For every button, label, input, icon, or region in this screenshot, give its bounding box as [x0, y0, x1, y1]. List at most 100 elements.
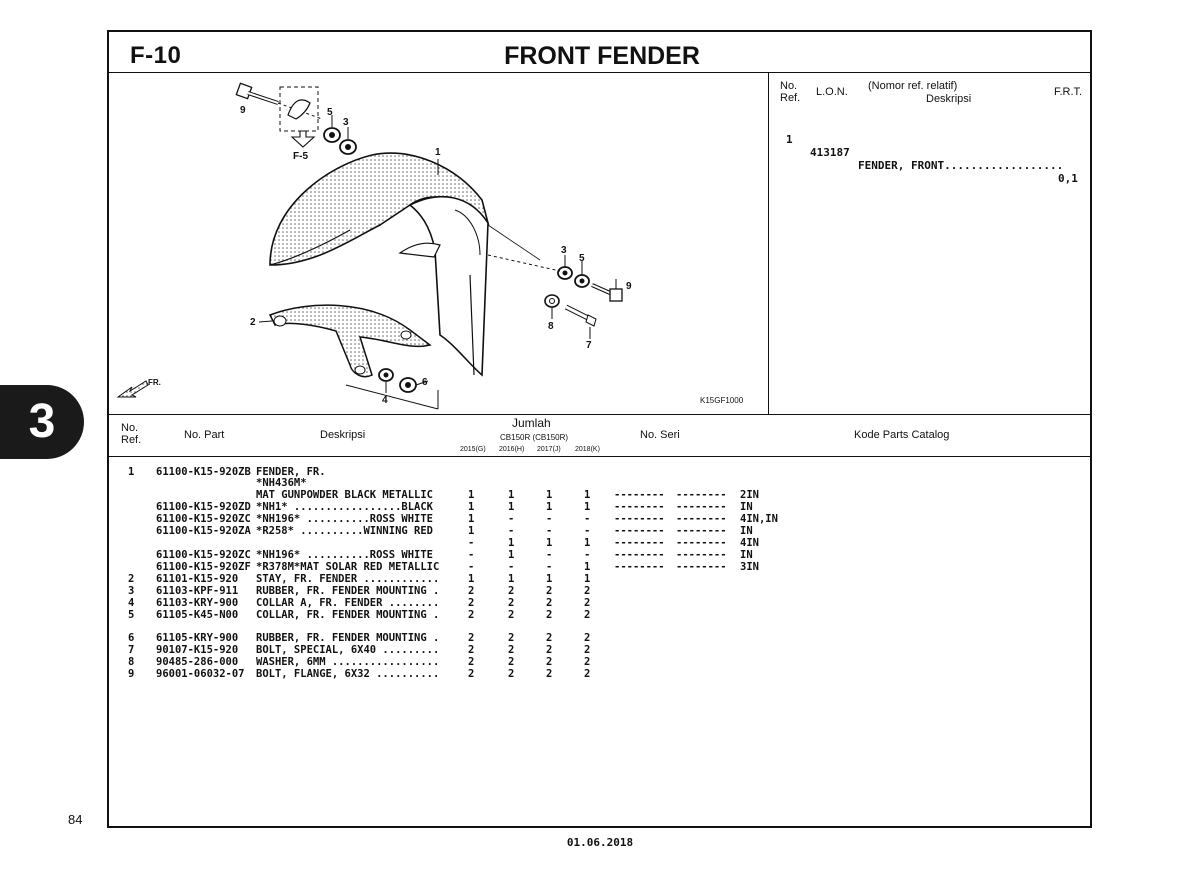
parts-cell-q-3: 2 — [584, 585, 591, 597]
parts-cell-ref: 4 — [128, 597, 135, 609]
parts-cell-q-0: 1 — [468, 513, 475, 525]
callout-5: 5 — [327, 107, 333, 118]
parts-cell-q-0: 2 — [468, 668, 475, 680]
page-frame — [107, 30, 1092, 828]
parts-cell-q-0: - — [468, 537, 475, 549]
parts-cell-code: IN — [740, 549, 753, 561]
callout-3: 3 — [343, 117, 349, 128]
divider — [107, 456, 1092, 457]
parts-cell-q-3: - — [584, 525, 591, 537]
parts-cell-ref: 7 — [128, 644, 135, 656]
parts-cell-q-2: 1 — [546, 537, 553, 549]
parts-cell-q-0: 2 — [468, 644, 475, 656]
parts-cell-q-0: - — [468, 549, 475, 561]
col-model: CB150R (CB150R) — [500, 433, 569, 442]
parts-cell-q-1: 2 — [508, 597, 515, 609]
parts-cell-part: 90107-K15-920 — [156, 644, 239, 656]
parts-cell-q-0: 2 — [468, 609, 475, 621]
parts-cell-q-1: 2 — [508, 668, 515, 680]
parts-cell-code: 4IN,IN — [740, 513, 778, 525]
parts-cell-q-1: - — [508, 525, 515, 537]
section-tab: 3 — [0, 385, 84, 459]
parts-cell-q-1: - — [508, 561, 515, 573]
callout-7: 7 — [586, 340, 592, 351]
front-direction-arrow-icon — [116, 380, 149, 398]
serial-to: -------- — [676, 501, 727, 513]
col-year-2015: 2015(G) — [460, 446, 486, 453]
parts-cell-q-3: 1 — [584, 489, 591, 501]
front-fender-icon — [269, 152, 490, 377]
serial-from: -------- — [614, 537, 665, 549]
parts-cell-part: 61100-K15-920ZC — [156, 549, 251, 561]
serial-to: -------- — [676, 549, 727, 561]
parts-cell-q-3: 2 — [584, 632, 591, 644]
parts-cell-q-2: - — [546, 561, 553, 573]
col-year-2016: 2016(H) — [499, 446, 525, 453]
parts-cell-desc: MAT GUNPOWDER BLACK METALLIC — [256, 489, 434, 501]
parts-cell-desc: COLLAR, FR. FENDER MOUNTING . — [256, 609, 440, 621]
parts-cell-ref: 6 — [128, 632, 135, 644]
serial-from: -------- — [614, 489, 665, 501]
section-code: F-10 — [130, 42, 182, 69]
parts-row: *NH436M* — [110, 477, 870, 489]
parts-cell-q-2: 2 — [546, 585, 553, 597]
serial-to: -------- — [676, 489, 727, 501]
callout-8: 8 — [548, 321, 554, 332]
parts-cell-q-3: 2 — [584, 597, 591, 609]
callout-9: 9 — [626, 281, 632, 292]
parts-cell-part: 61105-K45-N00 — [156, 609, 239, 621]
parts-cell-part: 61101-K15-920 — [156, 573, 239, 585]
parts-cell-desc: *NH436M* — [256, 477, 307, 489]
parts-row: 61100-K15-920ZF*R378M*MAT SOLAR RED META… — [110, 561, 870, 573]
parts-cell-code: 3IN — [740, 561, 759, 573]
parts-cell-part: 61103-KPF-911 — [156, 585, 239, 597]
parts-cell-q-2: 2 — [546, 609, 553, 621]
parts-cell-q-2: 1 — [546, 489, 553, 501]
lon-desc: FENDER, FRONT.................. — [858, 159, 1064, 172]
serial-from: -------- — [614, 501, 665, 513]
col-no-seri: No. Seri — [640, 429, 680, 441]
col-no-part: No. Part — [184, 429, 225, 441]
direction-label: FR. — [148, 378, 161, 387]
parts-cell-code: IN — [740, 525, 753, 537]
parts-cell-q-2: - — [546, 525, 553, 537]
lon-col-lon: L.O.N. — [816, 86, 848, 98]
parts-cell-q-2: 2 — [546, 632, 553, 644]
parts-cell-q-3: 2 — [584, 656, 591, 668]
parts-cell-desc: *NH196* ..........ROSS WHITE — [256, 513, 434, 525]
serial-from: -------- — [614, 525, 665, 537]
parts-cell-ref: 1 — [128, 466, 135, 478]
serial-to: -------- — [676, 513, 727, 525]
parts-cell-part: 61105-KRY-900 — [156, 632, 239, 644]
parts-cell-code: 4IN — [740, 537, 759, 549]
parts-cell-q-0: 2 — [468, 656, 475, 668]
serial-to: -------- — [676, 561, 727, 573]
parts-cell-q-2: 1 — [546, 573, 553, 585]
serial-from: -------- — [614, 513, 665, 525]
parts-row: 61100-K15-920ZA*R258* ..........WINNING … — [110, 525, 870, 537]
parts-cell-q-1: 1 — [508, 573, 515, 585]
parts-cell-q-0: 1 — [468, 525, 475, 537]
lon-row: 1 413187 FENDER, FRONT..................… — [782, 120, 1082, 185]
parts-cell-desc: FENDER, FR. — [256, 466, 326, 478]
serial-to: -------- — [676, 537, 727, 549]
callout-6: 6 — [422, 377, 428, 388]
parts-cell-ref: 8 — [128, 656, 135, 668]
divider — [107, 72, 1092, 73]
bolt-icon — [235, 82, 279, 105]
parts-cell-desc: RUBBER, FR. FENDER MOUNTING . — [256, 632, 440, 644]
parts-cell-q-0: 1 — [468, 489, 475, 501]
parts-cell-q-2: - — [546, 513, 553, 525]
parts-cell-q-3: 1 — [584, 537, 591, 549]
parts-cell-q-1: 1 — [508, 489, 515, 501]
parts-cell-part: 96001-06032-07 — [156, 668, 245, 680]
parts-cell-q-3: - — [584, 549, 591, 561]
parts-row: 61100-K15-920ZD*NH1* .................BL… — [110, 501, 870, 513]
parts-cell-q-2: 2 — [546, 668, 553, 680]
serial-from: -------- — [614, 549, 665, 561]
parts-cell-desc: COLLAR A, FR. FENDER ........ — [256, 597, 440, 609]
parts-cell-q-2: - — [546, 549, 553, 561]
